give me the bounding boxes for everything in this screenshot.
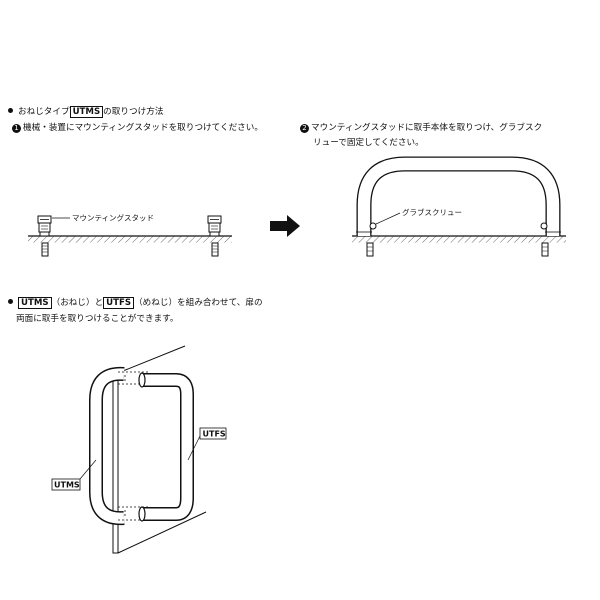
mount-surface-hatch xyxy=(28,236,232,243)
bullet-icon xyxy=(8,108,13,113)
utfs-leader-line xyxy=(187,435,201,461)
mounting-stud-right xyxy=(207,215,222,257)
label-utfs: UTFS xyxy=(203,430,226,439)
section2-code-b: UTFS xyxy=(103,297,135,309)
screw-leader-line xyxy=(375,212,401,225)
section2-line2: 両面に取手を取りつけることができます。 xyxy=(16,314,179,324)
step1-text: 機械・装置にマウンティングスタッドを取りつけてください。 xyxy=(23,123,263,133)
label-mounting-stud: マウンティングスタッド xyxy=(72,213,154,223)
utms-label-box xyxy=(51,478,81,491)
grub-screw-right xyxy=(540,222,548,230)
label-utms: UTMS xyxy=(54,481,80,490)
step1-number-icon: 1 xyxy=(12,124,21,133)
utfs-handle-outline xyxy=(143,373,194,521)
arrow-right-icon xyxy=(270,215,300,237)
grub-screw-left xyxy=(369,222,377,230)
utms-handle-body xyxy=(90,368,125,524)
handle-body xyxy=(357,157,560,236)
step2-text-line1: マウンティングスタッドに取手本体を取りつけ、グラブスク xyxy=(311,123,543,133)
section1-heading-code: UTMS xyxy=(69,106,104,118)
handle-outline xyxy=(356,156,561,236)
utms-leader-line xyxy=(79,459,97,480)
stud-thread-left xyxy=(366,242,374,257)
section1-heading-post: の取りつけ方法 xyxy=(103,107,164,117)
through-stud-dashes xyxy=(118,371,148,521)
utfs-handle-body xyxy=(143,374,193,520)
mount-surface-hatch-2 xyxy=(352,236,566,243)
mounting-stud-left xyxy=(37,215,52,257)
step2-figure: グラブスクリュー xyxy=(352,156,566,257)
stud-thread-right xyxy=(541,242,549,257)
bullet-icon xyxy=(8,299,13,304)
step2-caption-line2: リューで固定してください。 xyxy=(313,138,424,148)
door-edge xyxy=(112,377,119,554)
step2-number-icon: 2 xyxy=(300,124,309,133)
section1-heading-pre: おねじタイプ xyxy=(18,107,70,117)
door-figure: UTFS UTMS xyxy=(51,345,227,554)
label-grub-screw: グラブスクリュー xyxy=(402,207,462,217)
section2-text-a: （おねじ）と xyxy=(51,298,104,308)
section2-code-a: UTMS xyxy=(18,297,52,309)
section2-text-b: （めねじ）を組み合わせて、扉の xyxy=(134,298,263,308)
utfs-label-box xyxy=(199,427,227,440)
step1-figure: マウンティングスタッド xyxy=(28,213,232,257)
